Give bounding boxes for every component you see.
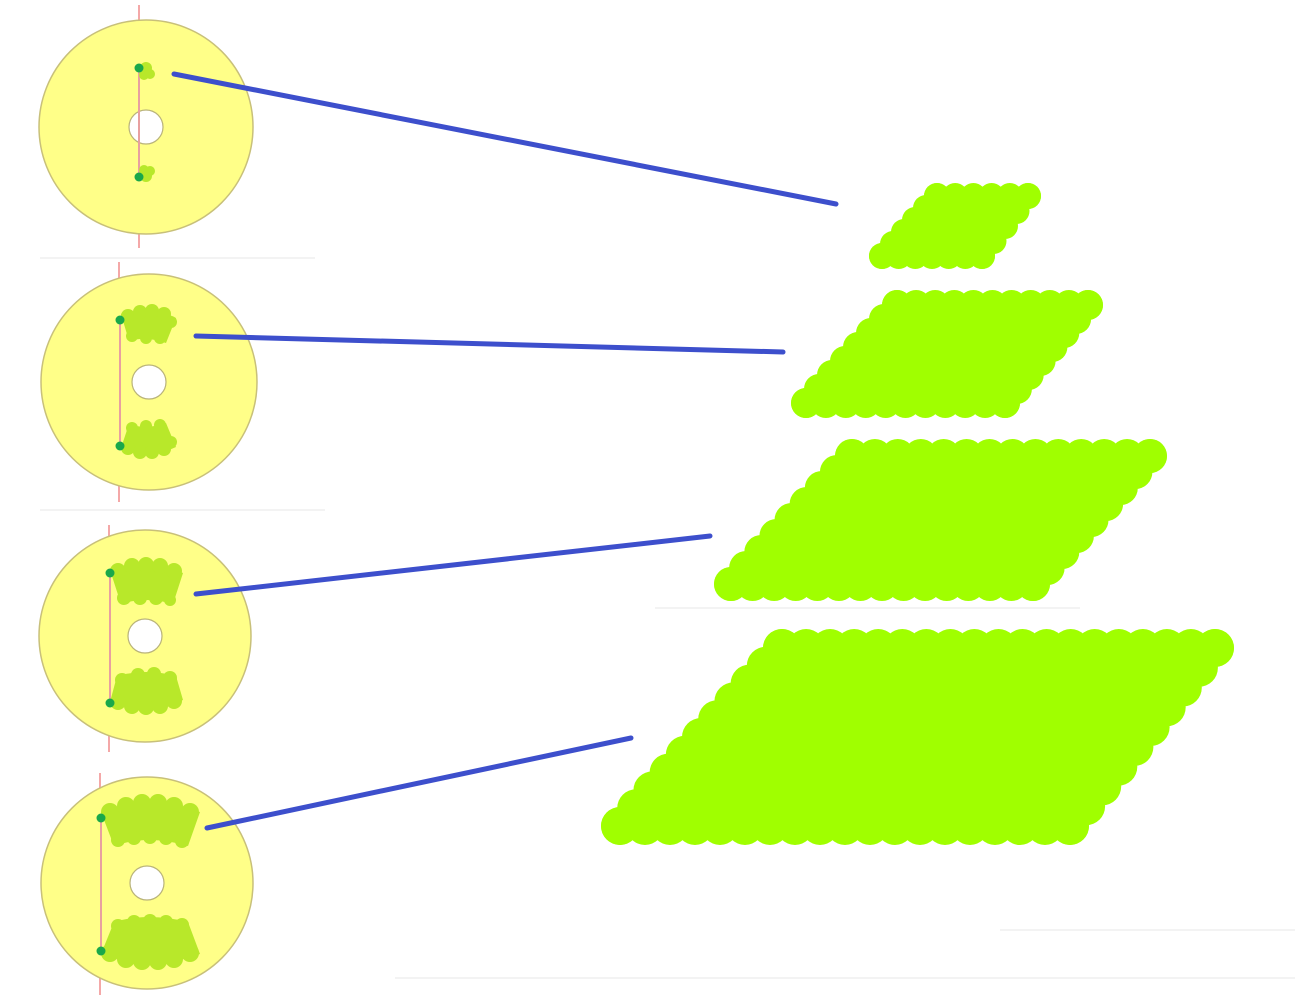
unrolled-sheet-1 [869, 183, 1041, 269]
unrolled-sheet-2 [791, 290, 1103, 418]
endpoint-top [96, 813, 106, 823]
connector-stage-2 [193, 333, 786, 355]
endpoint-bottom [134, 172, 144, 182]
disc-stage-2 [40, 262, 258, 502]
sheet-scallop [978, 183, 1005, 209]
unrolled-sheet-3 [714, 439, 1167, 601]
endpoint-bottom [105, 698, 115, 708]
disc-hole [129, 865, 165, 901]
endpoint-bottom [96, 946, 106, 956]
connector-lines [171, 71, 839, 831]
sheet-scallop [882, 290, 912, 320]
background-rules [40, 257, 1295, 979]
top-region-scallops [101, 794, 199, 848]
disc-stage-1 [38, 5, 254, 248]
disc-hole [131, 364, 167, 400]
sheet-scallop [763, 629, 801, 667]
unrolled-sheets [601, 183, 1234, 845]
endpoint-top [115, 315, 125, 325]
top-region [139, 62, 155, 80]
bottom-region-scallops [110, 667, 182, 715]
sheet-scallop [835, 439, 869, 473]
top-region-scallops [121, 304, 177, 344]
top-region-scallops [110, 557, 182, 606]
sheet-scallop [924, 183, 950, 209]
endpoint-bottom [115, 441, 125, 451]
disc-hole [127, 618, 163, 654]
sheet-scallop [942, 183, 969, 209]
endpoint-top [105, 568, 115, 578]
disc-stage-4 [40, 773, 254, 995]
bottom-region-scallops [121, 419, 177, 459]
endpoint-top [134, 63, 144, 73]
disc-stage-3 [38, 525, 252, 752]
connector-stage-1 [171, 71, 839, 207]
bottom-region-scallops [101, 914, 199, 970]
connector-stage-3 [193, 533, 713, 597]
unrolled-sheet-4 [601, 629, 1234, 845]
disc-hole [128, 109, 164, 145]
connector-stage-4 [204, 735, 634, 831]
sheet-scallop [960, 183, 987, 209]
